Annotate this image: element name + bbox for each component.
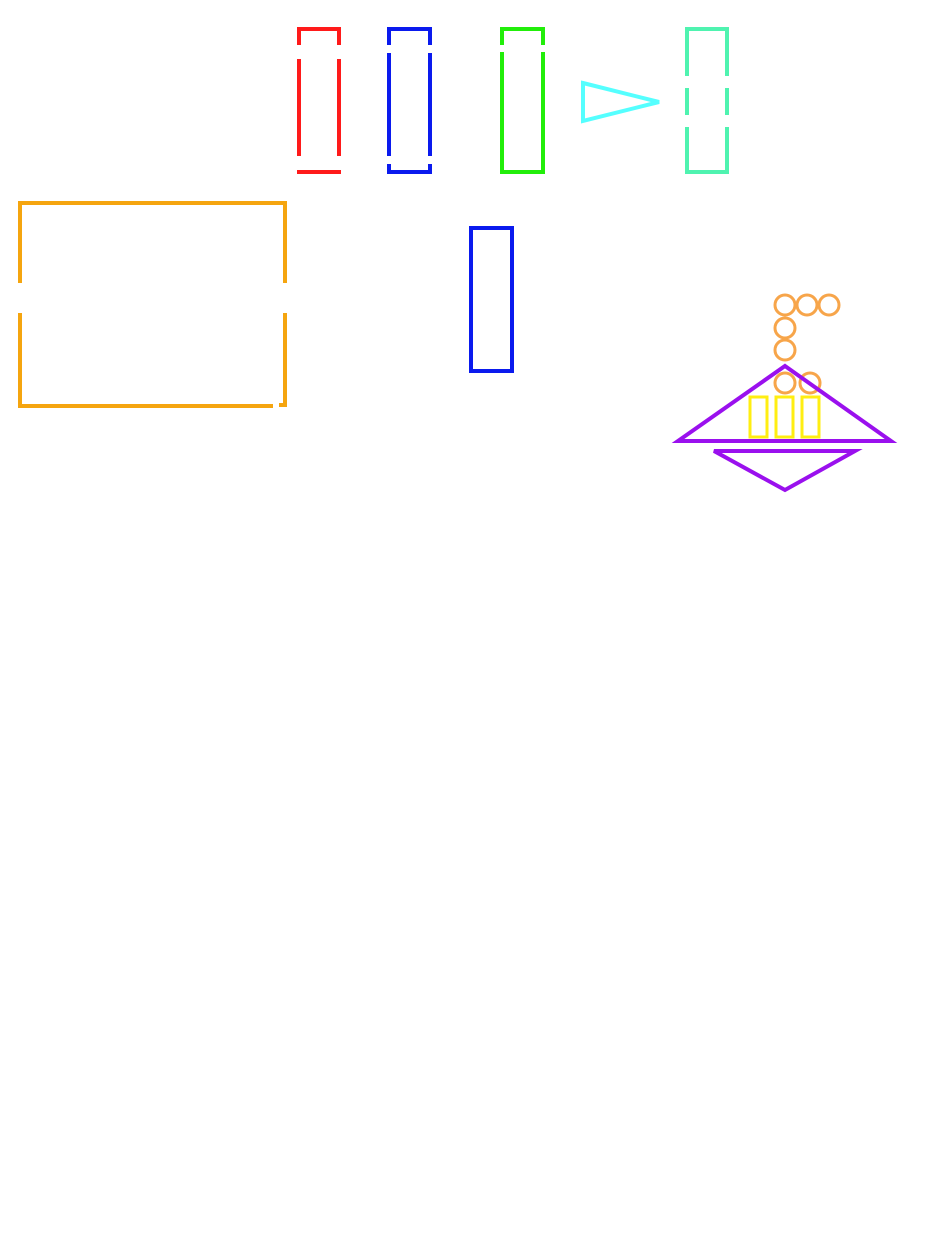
window-rect [748,395,769,439]
yellow-windows [748,395,821,439]
smoke-circle [773,371,797,395]
red-rectangle [297,27,341,174]
window-rect [774,395,795,439]
cyan-triangle [581,80,660,124]
lower-triangle [713,449,863,493]
smoke-circle [817,293,841,317]
purple-hull [671,363,898,493]
smoke-circle [773,316,797,340]
orange-rectangle [18,201,287,408]
blue-rectangle-top [387,27,432,174]
smoke-circle [773,338,797,362]
green-rectangle [500,27,545,174]
mint-rectangle [685,27,729,174]
upper-triangle [671,363,898,443]
smoke-circle [795,293,819,317]
smoke-circles [773,293,841,395]
smoke-circle [773,293,797,317]
smoke-circle [798,371,822,395]
ship-figure [671,293,898,493]
window-rect [800,395,821,439]
blue-rectangle-middle [469,226,514,373]
